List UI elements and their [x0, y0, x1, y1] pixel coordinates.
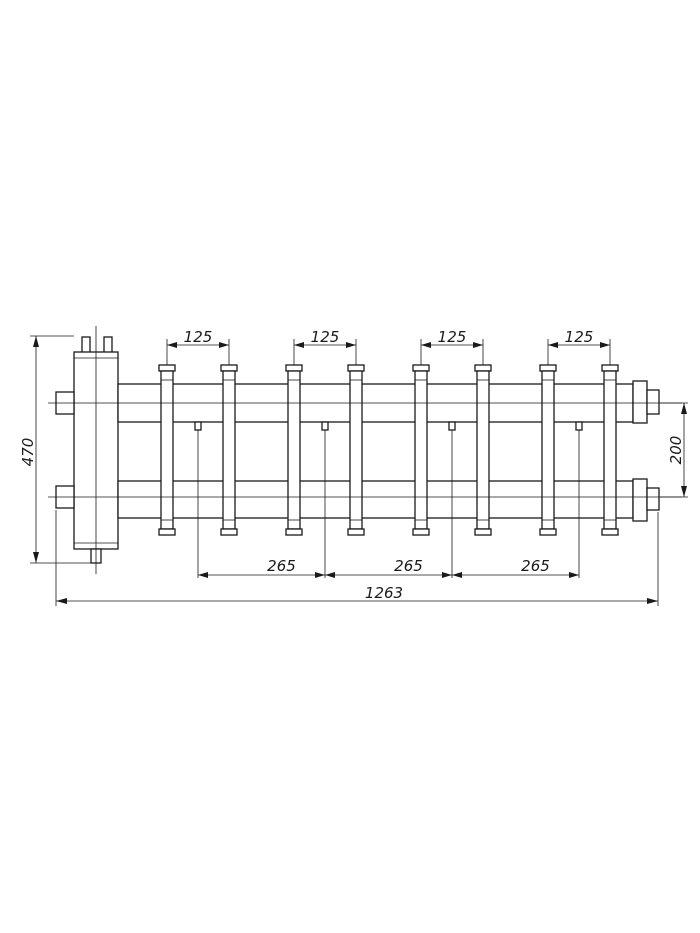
dimension-265-label: 265: [521, 557, 550, 575]
manifold-collectors: [117, 380, 660, 522]
sensor-sleeve-2: [321, 421, 329, 431]
riser-1a: [158, 364, 176, 536]
dimension-125-label: 125: [565, 328, 594, 346]
dimension-height: 470: [19, 335, 92, 564]
sensor-sleeve-4: [575, 421, 583, 431]
sensor-sleeve-3: [448, 421, 456, 431]
dimension-1263-label: 1263: [365, 584, 403, 602]
dimension-265-label: 265: [394, 557, 423, 575]
riser-2a: [285, 364, 303, 536]
riser-4a: [539, 364, 557, 536]
riser-4b: [601, 364, 619, 536]
dimension-125-label: 125: [311, 328, 340, 346]
riser-1b: [220, 364, 238, 536]
lower-collector: [117, 480, 634, 519]
spacing-dimension-group: 265 265 265: [198, 557, 579, 578]
centre-lines: [48, 326, 682, 574]
dimension-collector-spacing: 200: [660, 402, 688, 498]
riser-2b: [347, 364, 365, 536]
riser-3b: [474, 364, 492, 536]
dimension-200-label: 200: [667, 436, 685, 465]
pitch-dimension-group: 125 125 125 125: [166, 328, 611, 365]
dimension-265-label: 265: [267, 557, 296, 575]
dimension-470-label: 470: [19, 438, 37, 467]
dimension-width: 1263: [55, 510, 659, 606]
hydraulic-separator: [55, 336, 119, 564]
dimension-125-label: 125: [184, 328, 213, 346]
riser-3a: [412, 364, 430, 536]
sensor-sleeve-1: [194, 421, 202, 431]
dimension-125-label: 125: [438, 328, 467, 346]
